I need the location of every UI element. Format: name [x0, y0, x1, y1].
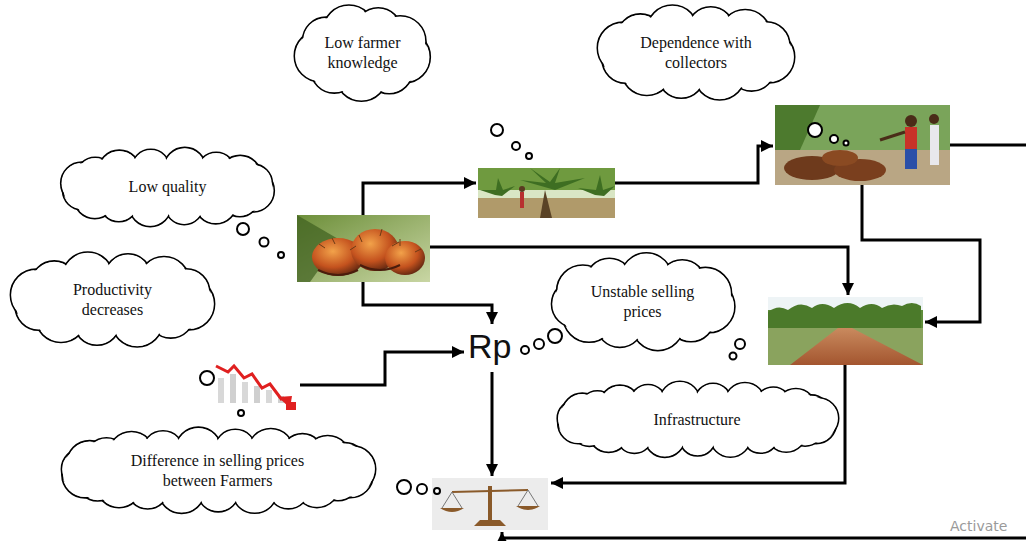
thought-cloud: Unstable selling prices: [550, 254, 735, 350]
cloud-core: [570, 396, 825, 444]
cloud-label: Low farmer knowledge: [318, 33, 407, 73]
palm-fruit-photo: [297, 215, 430, 282]
thought-cloud: Infrastructure: [556, 382, 838, 457]
cloud-shape: [597, 5, 795, 100]
cloud-shape: [550, 254, 735, 350]
cloud-outline: [294, 5, 430, 101]
currency-symbol: Rp: [468, 329, 511, 363]
cloud-shape: [10, 252, 215, 347]
cloud-text: Productivity decreases: [45, 280, 180, 320]
price-decline-chart: [216, 366, 296, 410]
cloud-text: Unstable selling prices: [582, 282, 704, 322]
cloud-shape: [60, 428, 375, 513]
thought-cloud: Productivity decreases: [10, 252, 215, 347]
cloud-label: Difference in selling prices between Far…: [114, 451, 322, 491]
cloud-core: [567, 271, 717, 332]
thought-bubble: [200, 123, 849, 494]
thought-cloud: Difference in selling prices between Far…: [60, 428, 375, 513]
cloud-outline: [552, 253, 735, 351]
cloud-label: Dependence with collectors: [631, 33, 762, 73]
cloud-core: [614, 22, 777, 82]
cloud-core: [27, 269, 197, 329]
cloud-shape: [295, 5, 430, 100]
cloud-fill: [12, 253, 214, 346]
cloud-label: Productivity decreases: [45, 280, 180, 320]
cloud-core: [75, 443, 359, 497]
watermark: Activate: [950, 519, 1007, 533]
cloud-outline: [61, 147, 275, 226]
cloud-fill: [296, 6, 430, 100]
thought-cloud: Dependence with collectors: [597, 5, 795, 100]
cloud-text: Low quality: [129, 177, 207, 197]
cloud-outline: [557, 381, 839, 457]
cloud-fill: [62, 149, 273, 226]
balance-scale: [432, 478, 548, 530]
cloud-text: Difference in selling prices between Far…: [114, 451, 322, 491]
cloud-core: [312, 22, 412, 82]
cloud-fill: [599, 6, 794, 99]
cloud-outline: [61, 427, 375, 513]
cloud-text: Infrastructure: [653, 410, 740, 430]
cloud-label: Unstable selling prices: [582, 282, 704, 322]
cloud-outline: [597, 5, 794, 100]
cloud-label: Low quality: [129, 177, 207, 197]
cloud-fill: [558, 382, 837, 456]
cloud-text: Low farmer knowledge: [318, 33, 407, 73]
road-photo: [768, 297, 923, 365]
collectors-photo: [775, 105, 950, 185]
cloud-outline: [10, 252, 214, 347]
flow-arrow: [300, 145, 1026, 538]
thought-cloud: Low farmer knowledge: [295, 5, 430, 100]
cloud-fill: [553, 254, 734, 349]
cloud-fill: [63, 428, 375, 512]
thought-cloud: Low quality: [60, 148, 275, 226]
cloud-label: Infrastructure: [653, 410, 740, 430]
plantation-photo: [478, 168, 615, 218]
cloud-text: Dependence with collectors: [631, 33, 762, 73]
cloud-core: [74, 162, 261, 212]
